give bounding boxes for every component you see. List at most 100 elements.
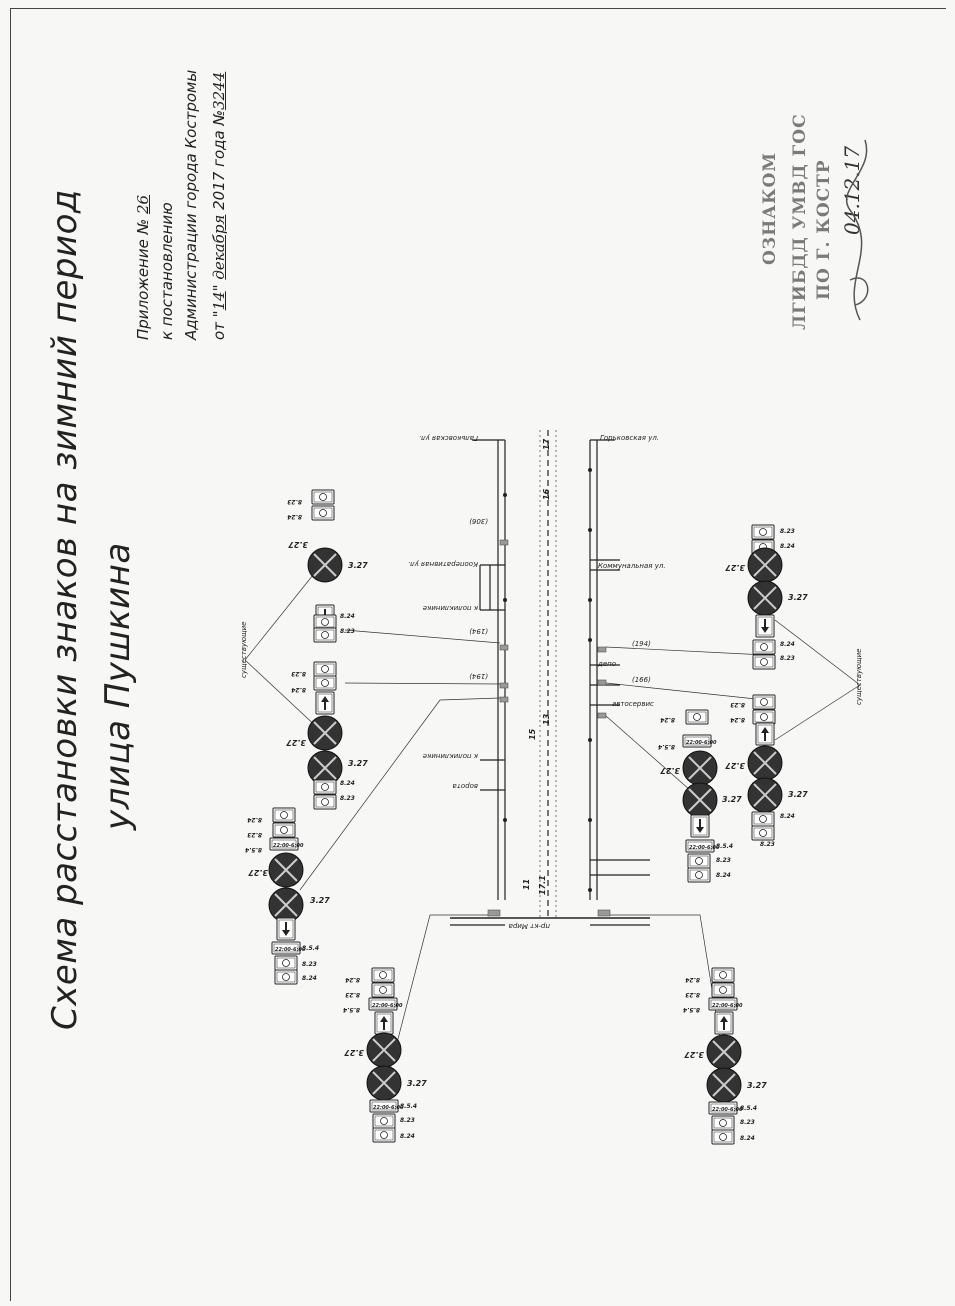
sign-code-823: 8.23 (730, 701, 745, 708)
tow-truck-icon (379, 971, 387, 979)
sign-code-823: 8.23 (716, 857, 731, 864)
sign-code-823: 8.23 (247, 831, 262, 838)
time-plate-text: 22:00-6:00 (712, 1003, 743, 1009)
sign-code-824: 8.24 (780, 543, 795, 550)
sign-code-824: 8.24 (340, 613, 355, 620)
sign-code-824: 8.24 (287, 513, 302, 520)
tow-truck-icon (759, 829, 767, 837)
tow-truck-icon (719, 971, 727, 979)
arrow-down-icon (761, 619, 769, 633)
sign-code-824: 8.24 (660, 716, 675, 723)
tow-truck-icon (282, 959, 290, 967)
plate-inner (757, 616, 773, 636)
sign-cross (753, 553, 777, 577)
tow-truck-icon (321, 618, 329, 626)
time-plate-h2 (708, 1101, 738, 1115)
sign-cross (753, 783, 777, 807)
time-plate-text: 22:00-6:00 (275, 947, 306, 953)
plate-inner (278, 919, 294, 939)
sign-code-824: 8.24 (340, 780, 355, 787)
street-label-kooperativnaya: Кооперативная ул. (407, 560, 478, 568)
sign-code-824: 8.24 (780, 641, 795, 648)
building-306: (306) (469, 517, 488, 525)
sign-code-327: 3.27 (747, 1081, 767, 1090)
sign-code-327: 3.27 (660, 766, 680, 775)
sign-code-854: 8.5.4 (658, 743, 675, 750)
arrow-down-icon (696, 819, 704, 833)
sign-code-854: 8.5.4 (343, 1006, 360, 1013)
sign-cross (688, 756, 712, 780)
sign-code-854: 8.5.4 (400, 1103, 417, 1110)
tow-truck-icon (319, 493, 327, 501)
sign-code-854: 8.5.4 (740, 1105, 757, 1112)
plate-823-j (752, 654, 776, 670)
plate-inner (274, 809, 294, 821)
sign-code-327: 3.27 (684, 1050, 704, 1059)
plate-inner (315, 781, 335, 793)
tow-truck-icon (695, 871, 703, 879)
label-k-polyclinic-1: к поликлинике (422, 604, 478, 612)
tow-truck-icon (280, 811, 288, 819)
sign-code-823: 8.23 (287, 498, 302, 505)
plate-inner (374, 1115, 394, 1127)
tow-truck-icon (760, 643, 768, 651)
sign-code-327: 3.27 (288, 540, 308, 549)
time-plate-text: 22:00-6:00 (273, 843, 304, 849)
dim-16: 16 (542, 488, 551, 500)
sign-code-824: 8.24 (247, 816, 262, 823)
plate-823-o (711, 982, 735, 998)
plate-inner (376, 1013, 392, 1033)
sign-cross (712, 1040, 736, 1064)
plate-inner (753, 526, 773, 538)
sign-code-823: 8.23 (340, 628, 355, 635)
plate-823-k (752, 694, 776, 710)
sign-code-327: 3.27 (725, 761, 745, 770)
sign-code-823: 8.23 (291, 670, 306, 677)
plate-inner (716, 1013, 732, 1033)
plate-inner (276, 957, 296, 969)
plate-823-e (272, 822, 296, 838)
plate-inner (315, 796, 335, 808)
sign-code-823: 8.23 (340, 795, 355, 802)
sign-code-327: 3.27 (788, 593, 808, 602)
plate-823-b (313, 627, 337, 643)
tow-truck-icon (760, 698, 768, 706)
sign-cross (753, 751, 777, 775)
time-plate-text: 22:00-6:00 (689, 845, 720, 851)
plate-823-d (313, 794, 337, 810)
plate-inner (274, 824, 294, 836)
plate-824-j (752, 639, 776, 655)
sign-cross (372, 1038, 396, 1062)
time-plate-h (708, 997, 738, 1011)
dim-13: 13 (542, 713, 551, 725)
sign-code-327: 3.27 (407, 1079, 427, 1088)
plate-inner (313, 507, 333, 519)
plate-824-d (313, 779, 337, 795)
plate-inner (687, 841, 713, 851)
tow-truck-icon (760, 713, 768, 721)
tow-truck-icon (695, 857, 703, 865)
note-existing-right: существующие (855, 648, 863, 705)
sign-code-824: 8.24 (345, 976, 360, 983)
tow-truck-icon (321, 783, 329, 791)
plate-inner (371, 1101, 397, 1111)
sign-code-823: 8.23 (740, 1119, 755, 1126)
sign-code-327: 3.27 (788, 790, 808, 799)
sign-cross (274, 858, 298, 882)
sign-code-824: 8.24 (291, 686, 306, 693)
sign-code-854: 8.5.4 (683, 1006, 700, 1013)
plate-824-h (372, 1127, 396, 1143)
plate-inner (692, 816, 708, 836)
building-194b: (194) (469, 672, 488, 680)
tow-truck-icon (321, 679, 329, 687)
sign-code-824: 8.24 (685, 976, 700, 983)
label-depo: депо (598, 660, 617, 668)
sign-code-327: 3.27 (725, 563, 745, 572)
arrow-up-icon (761, 727, 769, 741)
tow-truck-icon (319, 509, 327, 517)
arrow-up-icon (321, 696, 329, 710)
sign-code-823: 8.23 (760, 841, 775, 848)
plate-inner (373, 984, 393, 996)
